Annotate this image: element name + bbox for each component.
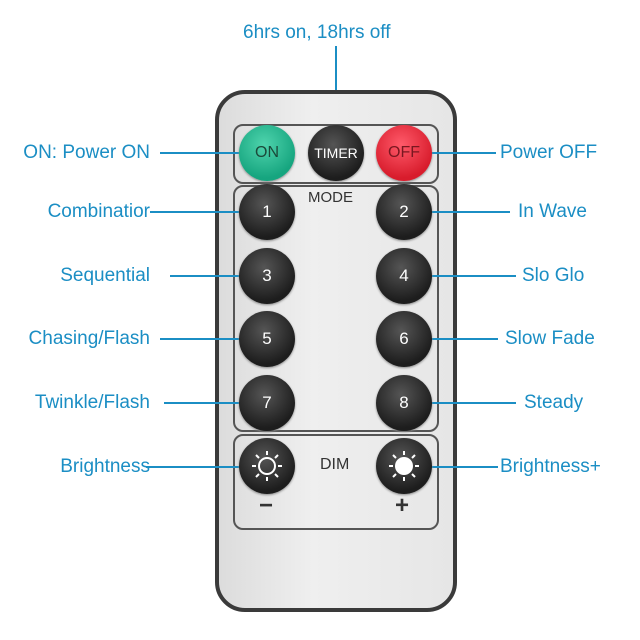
timer-annotation: 6hrs on, 18hrs off [243,22,391,43]
leader-line [406,466,498,468]
leader-line [406,338,498,340]
leader-line [406,275,516,277]
sun-outline-icon [252,451,282,481]
label-brightness-plus: Brightness+ [500,456,601,477]
leader-line [160,338,265,340]
label-in-wave: In Wave [518,201,587,222]
label-steady: Steady [524,392,584,413]
mode-group [233,185,439,432]
leader-line [170,275,265,277]
label-slo-glo: Slo Glo [522,265,585,286]
leader-line [406,152,496,154]
label-power-off: Power OFF [500,142,598,163]
label-twinkle-flash: Twinkle/Flash [34,392,150,413]
label-slow-fade: Slow Fade [505,328,595,349]
timer-button[interactable]: TIMER [308,125,364,181]
leader-line [150,211,265,213]
off-button[interactable]: OFF [376,125,432,181]
mode-label: MODE [308,189,353,206]
brightness-up-button[interactable] [376,438,432,494]
leader-line [164,402,265,404]
label-combination: Combinatior [47,201,150,222]
leader-line [160,152,265,154]
label-brightness-minus: Brightness [60,456,150,477]
plus-sign: + [395,492,410,519]
minus-sign: − [259,492,274,519]
label-power-on: ON: Power ON [23,142,150,163]
dim-label: DIM [320,456,350,473]
on-button[interactable]: ON [239,125,295,181]
mode-4-button[interactable]: 4 [376,248,432,304]
brightness-down-button[interactable] [239,438,295,494]
leader-line [406,211,510,213]
mode-3-button[interactable]: 3 [239,248,295,304]
mode-7-button[interactable]: 7 [239,375,295,431]
leader-line [146,466,265,468]
mode-5-button[interactable]: 5 [239,311,295,367]
mode-2-button[interactable]: 2 [376,184,432,240]
sun-filled-icon [389,451,419,481]
leader-line [406,402,516,404]
label-chasing-flash: Chasing/Flash [28,328,150,349]
label-sequential: Sequential [60,265,150,286]
mode-8-button[interactable]: 8 [376,375,432,431]
dim-group [233,434,439,530]
mode-6-button[interactable]: 6 [376,311,432,367]
mode-1-button[interactable]: 1 [239,184,295,240]
